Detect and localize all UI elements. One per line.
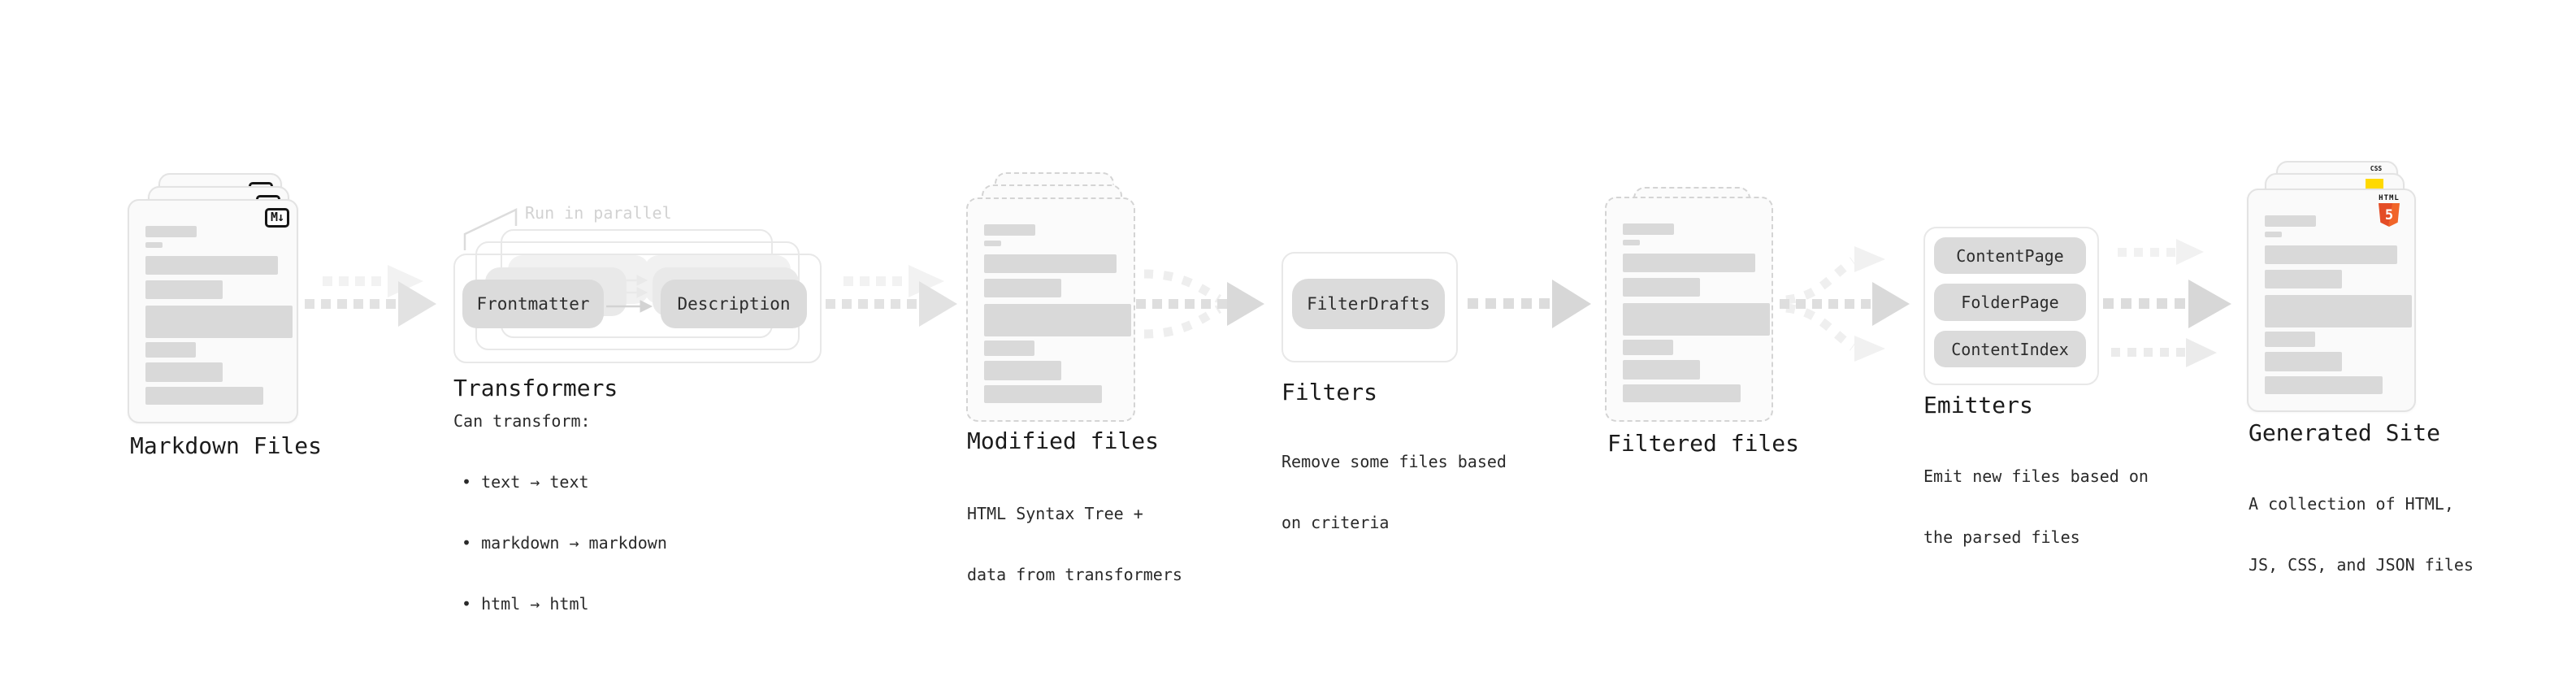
bullet-item: • markdown → markdown — [462, 533, 667, 553]
arrow-filtered-to-emitters — [1780, 246, 1910, 362]
arrow-filters-to-filtered — [1468, 280, 1591, 328]
transformer-pill-description: Description — [661, 280, 807, 328]
generated-html-file-card: HTML 5 — [2247, 189, 2416, 412]
placeholder-text-bars — [984, 224, 1131, 403]
parallel-flow-arrows — [606, 275, 653, 313]
placeholder-text-bars — [2265, 215, 2412, 394]
modified-file-card-front — [966, 197, 1135, 422]
filter-pill-filterdrafts: FilterDrafts — [1292, 279, 1445, 329]
markdown-files-label: Markdown Files — [130, 432, 323, 459]
transformer-pill-frontmatter: Frontmatter — [462, 280, 604, 328]
generated-site-label: Generated Site — [2249, 419, 2441, 446]
desc-line: HTML Syntax Tree + — [967, 504, 1143, 523]
desc-line: data from transformers — [967, 565, 1182, 584]
transformers-desc-title: Can transform: — [453, 411, 591, 431]
emitters-desc: Emit new files based on the parsed files — [1923, 426, 2149, 588]
html5-icon-label: HTML — [2379, 194, 2400, 202]
desc-line: on criteria — [1281, 513, 1390, 532]
desc-line: Emit new files based on — [1923, 466, 2149, 486]
bullet-item: • html → html — [462, 594, 589, 614]
transformers-bullets: • text → text • markdown → markdown • ht… — [453, 432, 667, 655]
emitter-pill-contentpage: ContentPage — [1934, 237, 2086, 274]
placeholder-text-bars — [145, 226, 293, 405]
modified-files-desc: HTML Syntax Tree + data from transformer… — [967, 463, 1182, 626]
arrow-emitters-to-generated — [2103, 239, 2231, 367]
js-file-icon — [2366, 179, 2383, 189]
markdown-icon: M↓ — [264, 208, 289, 228]
emitter-pill-folderpage: FolderPage — [1934, 284, 2086, 321]
parallel-callout-line — [463, 208, 518, 250]
desc-line: Remove some files based — [1281, 452, 1507, 471]
desc-line: JS, CSS, and JSON files — [2249, 555, 2474, 575]
html5-icon: HTML 5 — [2372, 194, 2406, 227]
bullet-item: • text → text — [462, 472, 589, 492]
placeholder-text-bars — [1623, 223, 1770, 402]
arrow-transformers-to-modified — [826, 265, 957, 327]
desc-line: A collection of HTML, — [2249, 494, 2454, 514]
emitters-label: Emitters — [1923, 392, 2033, 419]
filters-desc: Remove some files based on criteria — [1281, 411, 1507, 574]
emitter-pill-contentindex: ContentIndex — [1934, 331, 2086, 367]
desc-line: the parsed files — [1923, 527, 2080, 547]
filtered-file-card-front — [1605, 197, 1773, 422]
modified-files-label: Modified files — [967, 427, 1160, 454]
transformers-box-front — [453, 254, 822, 363]
generated-site-desc: A collection of HTML, JS, CSS, and JSON … — [2249, 453, 2474, 616]
html5-shield-icon: 5 — [2379, 203, 2400, 227]
arrow-markdown-to-transformers — [305, 265, 436, 327]
transformers-label: Transformers — [453, 375, 618, 401]
filters-label: Filters — [1281, 379, 1378, 406]
markdown-file-card-front: M↓ — [128, 199, 298, 423]
parallel-note: Run in parallel — [525, 203, 672, 223]
arrow-modified-to-filters — [1136, 269, 1264, 339]
filtered-files-label: Filtered files — [1607, 430, 1800, 457]
css-icon-label: CSS — [2370, 165, 2383, 172]
